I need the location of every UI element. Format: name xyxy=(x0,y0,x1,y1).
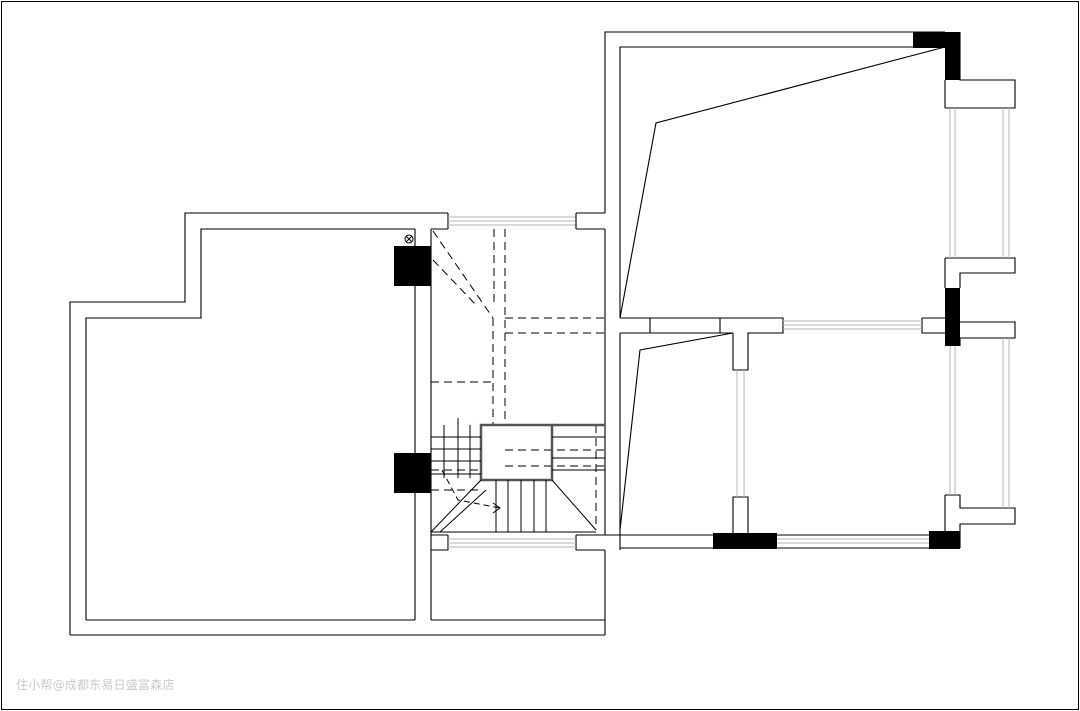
column xyxy=(713,533,777,549)
drain-icon xyxy=(404,234,414,244)
right-windows xyxy=(736,108,1010,544)
column xyxy=(394,246,431,286)
column xyxy=(394,453,431,493)
stair-hall-walls xyxy=(575,212,606,535)
stair-well xyxy=(479,423,554,482)
right-block-walls xyxy=(604,31,1016,550)
arrow-head xyxy=(492,502,501,514)
stair-direction-arrow xyxy=(441,469,501,509)
staircase xyxy=(430,418,605,533)
stair-hall-bottom-opening xyxy=(448,538,576,548)
watermark: 住小帮@成都东易日盛富森店 xyxy=(16,678,175,692)
column xyxy=(945,288,960,346)
column xyxy=(945,32,960,80)
stair-hall-window xyxy=(448,216,576,226)
column xyxy=(929,531,960,549)
left-room-walls xyxy=(69,212,620,636)
dashed-ceiling-lines xyxy=(431,229,605,530)
